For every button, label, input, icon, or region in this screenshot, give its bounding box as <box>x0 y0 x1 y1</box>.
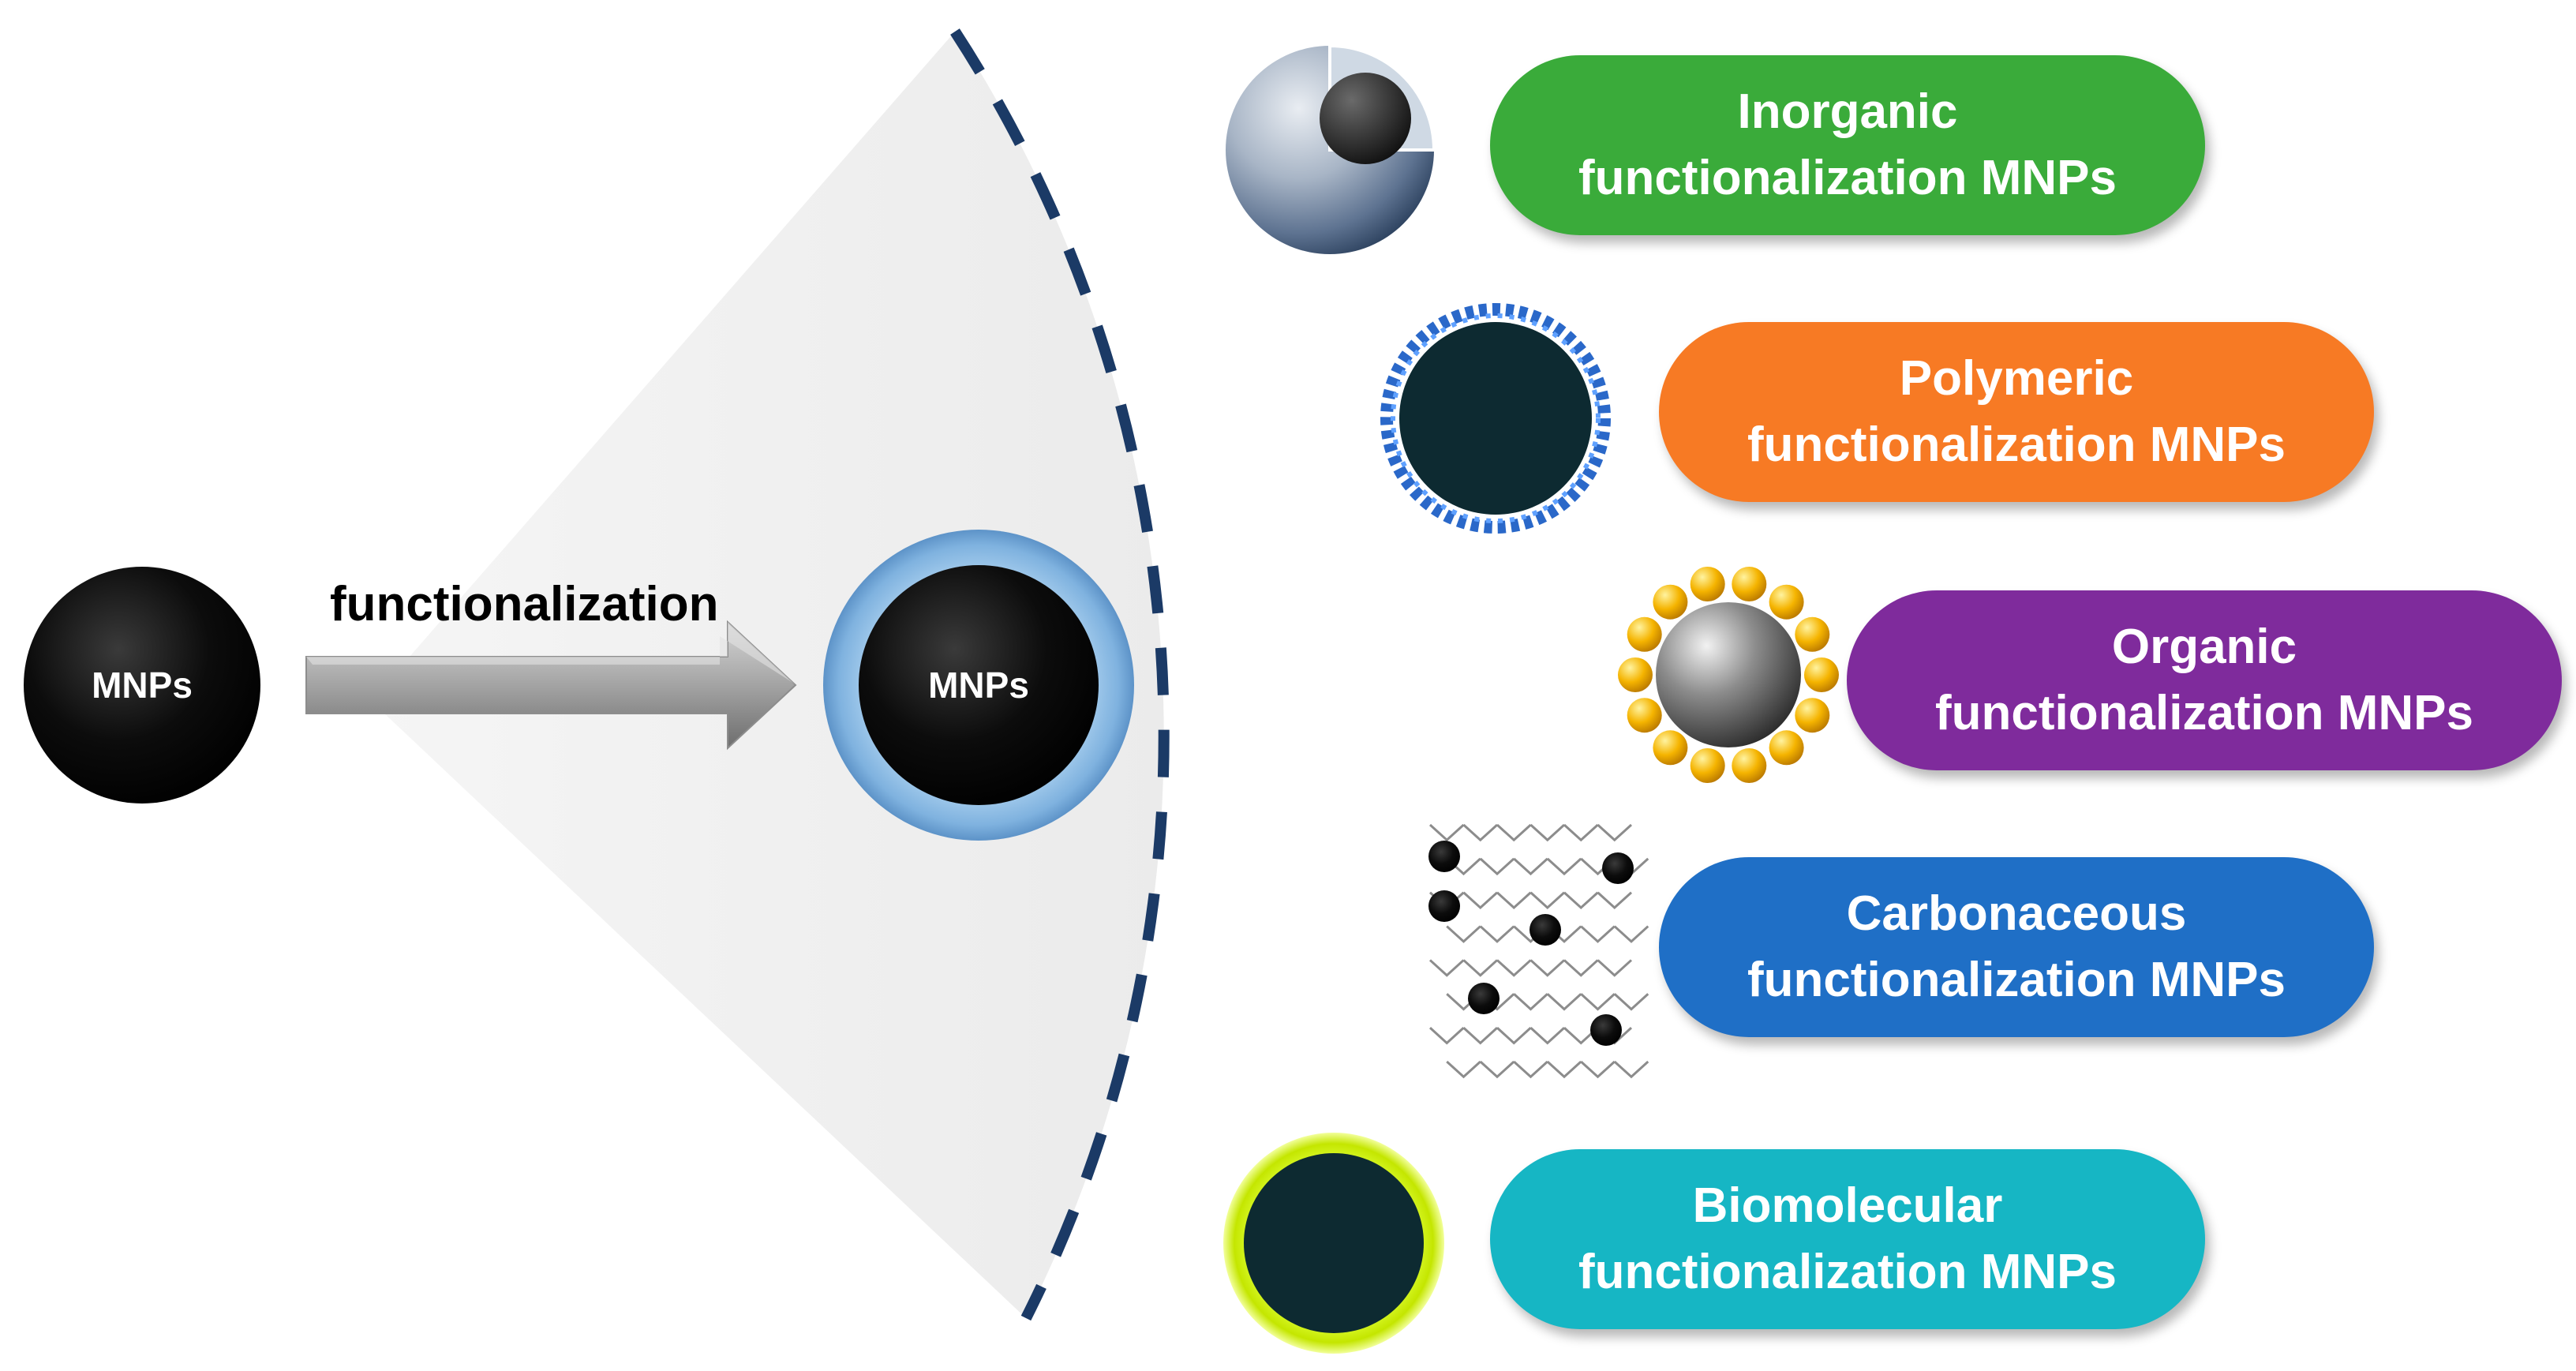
polymer-coated-particle-icon <box>1380 303 1611 534</box>
arrow-label: functionalization <box>330 577 719 631</box>
nanotube-lattice-line <box>1462 891 1499 910</box>
category-subtitle: functionalization MNPs <box>1935 686 2473 740</box>
category-pill-organic: Organic functionalization MNPs <box>1847 590 2562 770</box>
ligand-bead <box>1769 730 1804 766</box>
ligand-bead <box>1627 616 1662 652</box>
ligand-bead <box>1795 698 1830 733</box>
nanotube-lattice-line <box>1546 1060 1582 1079</box>
nanotube-lattice-line <box>1479 1060 1515 1079</box>
nanotube-lattice-line <box>1496 959 1532 977</box>
carbon-nanotube-icon <box>1428 823 1649 1079</box>
nanotube-lattice-line <box>1513 857 1548 876</box>
nanotube-particle <box>1590 1014 1622 1046</box>
nanotube-lattice-line <box>1462 959 1499 977</box>
nanotube-lattice-line <box>1462 823 1499 842</box>
ligand-bead <box>1804 657 1839 692</box>
nanotube-lattice-line <box>1496 823 1532 842</box>
ligand-bead <box>1732 567 1767 601</box>
nanotube-lattice-line <box>1613 925 1649 943</box>
category-pill-biomolecular: Biomolecular functionalization MNPs <box>1490 1149 2205 1329</box>
ligand-particle-icon <box>1618 567 1839 783</box>
ligand-bead <box>1618 657 1653 692</box>
category-title: Carbonaceous <box>1846 886 2187 941</box>
nanotube-lattice-line <box>1530 1027 1566 1045</box>
category-pill-inorganic: Inorganic functionalization MNPs <box>1490 55 2205 235</box>
nanotube-lattice-line <box>1580 925 1616 943</box>
nanotube-lattice-line <box>1428 959 1465 977</box>
nanotube-lattice-line <box>1530 823 1566 842</box>
ligand-bead <box>1690 748 1725 783</box>
category-title: Inorganic <box>1737 84 1958 139</box>
ligand-bead <box>1653 584 1688 620</box>
category-subtitle: functionalization MNPs <box>1747 418 2286 472</box>
biomolecule-shell-icon <box>1223 1133 1444 1354</box>
functionalized-mnp-core <box>859 565 1099 805</box>
nanotube-lattice-line <box>1580 993 1616 1011</box>
ligand-bead <box>1627 698 1662 733</box>
nanotube-lattice-line <box>1563 891 1599 910</box>
nanotube-lattice-line <box>1530 891 1566 910</box>
nanotube-particle <box>1428 890 1460 922</box>
nanotube-lattice-line <box>1462 1027 1499 1045</box>
category-pill-polymeric: Polymeric functionalization MNPs <box>1659 322 2374 502</box>
nanotube-lattice-line <box>1479 925 1515 943</box>
nanotube-lattice-line <box>1530 959 1566 977</box>
nanotube-lattice-line <box>1513 993 1548 1011</box>
nanotube-lattice-line <box>1546 993 1582 1011</box>
functionalized-mnp-label: MNPs <box>928 665 1029 706</box>
ligand-bead <box>1690 567 1725 601</box>
nanotube-lattice-line <box>1428 823 1465 842</box>
nanotube-lattice-line <box>1597 891 1633 910</box>
nanotube-lattice-line <box>1428 1027 1465 1045</box>
nanotube-lattice-line <box>1563 959 1599 977</box>
nanotube-lattice-line <box>1597 823 1633 842</box>
nanotube-lattice-line <box>1479 857 1515 876</box>
functionalization-arrow <box>305 620 797 751</box>
nanotube-lattice-line <box>1597 959 1633 977</box>
nanotube-particle <box>1428 841 1460 872</box>
nanotube-particle <box>1468 983 1500 1014</box>
nanotube-lattice-line <box>1613 1060 1649 1079</box>
ligand-bead <box>1769 584 1804 620</box>
core-shell-sphere-icon <box>1226 43 1436 254</box>
ligand-bead <box>1732 748 1767 783</box>
category-subtitle: functionalization MNPs <box>1578 151 2117 205</box>
nanotube-particle <box>1602 852 1634 884</box>
nanotube-lattice-line <box>1496 1027 1532 1045</box>
nanotube-lattice-line <box>1496 891 1532 910</box>
category-subtitle: functionalization MNPs <box>1578 1245 2117 1299</box>
category-subtitle: functionalization MNPs <box>1747 953 2286 1007</box>
category-pill-carbonaceous: Carbonaceous functionalization MNPs <box>1659 857 2374 1037</box>
category-title: Biomolecular <box>1692 1178 2003 1233</box>
ligand-bead <box>1795 616 1830 652</box>
nanotube-lattice-line <box>1563 823 1599 842</box>
nanotube-lattice-line <box>1546 857 1582 876</box>
bare-mnp-label: MNPs <box>92 665 193 706</box>
ligand-bead <box>1653 730 1688 766</box>
category-title: Organic <box>2111 620 2297 674</box>
nanotube-lattice-line <box>1446 925 1481 943</box>
nanotube-lattice-line <box>1513 1060 1548 1079</box>
nanotube-lattice-line <box>1580 1060 1616 1079</box>
category-title: Polymeric <box>1899 351 2134 406</box>
nanotube-particle <box>1530 914 1561 946</box>
dashed-arc <box>950 28 1170 1321</box>
nanotube-lattice-line <box>1613 993 1649 1011</box>
nanotube-lattice-line <box>1446 1060 1481 1079</box>
bare-mnp-particle <box>24 567 260 803</box>
